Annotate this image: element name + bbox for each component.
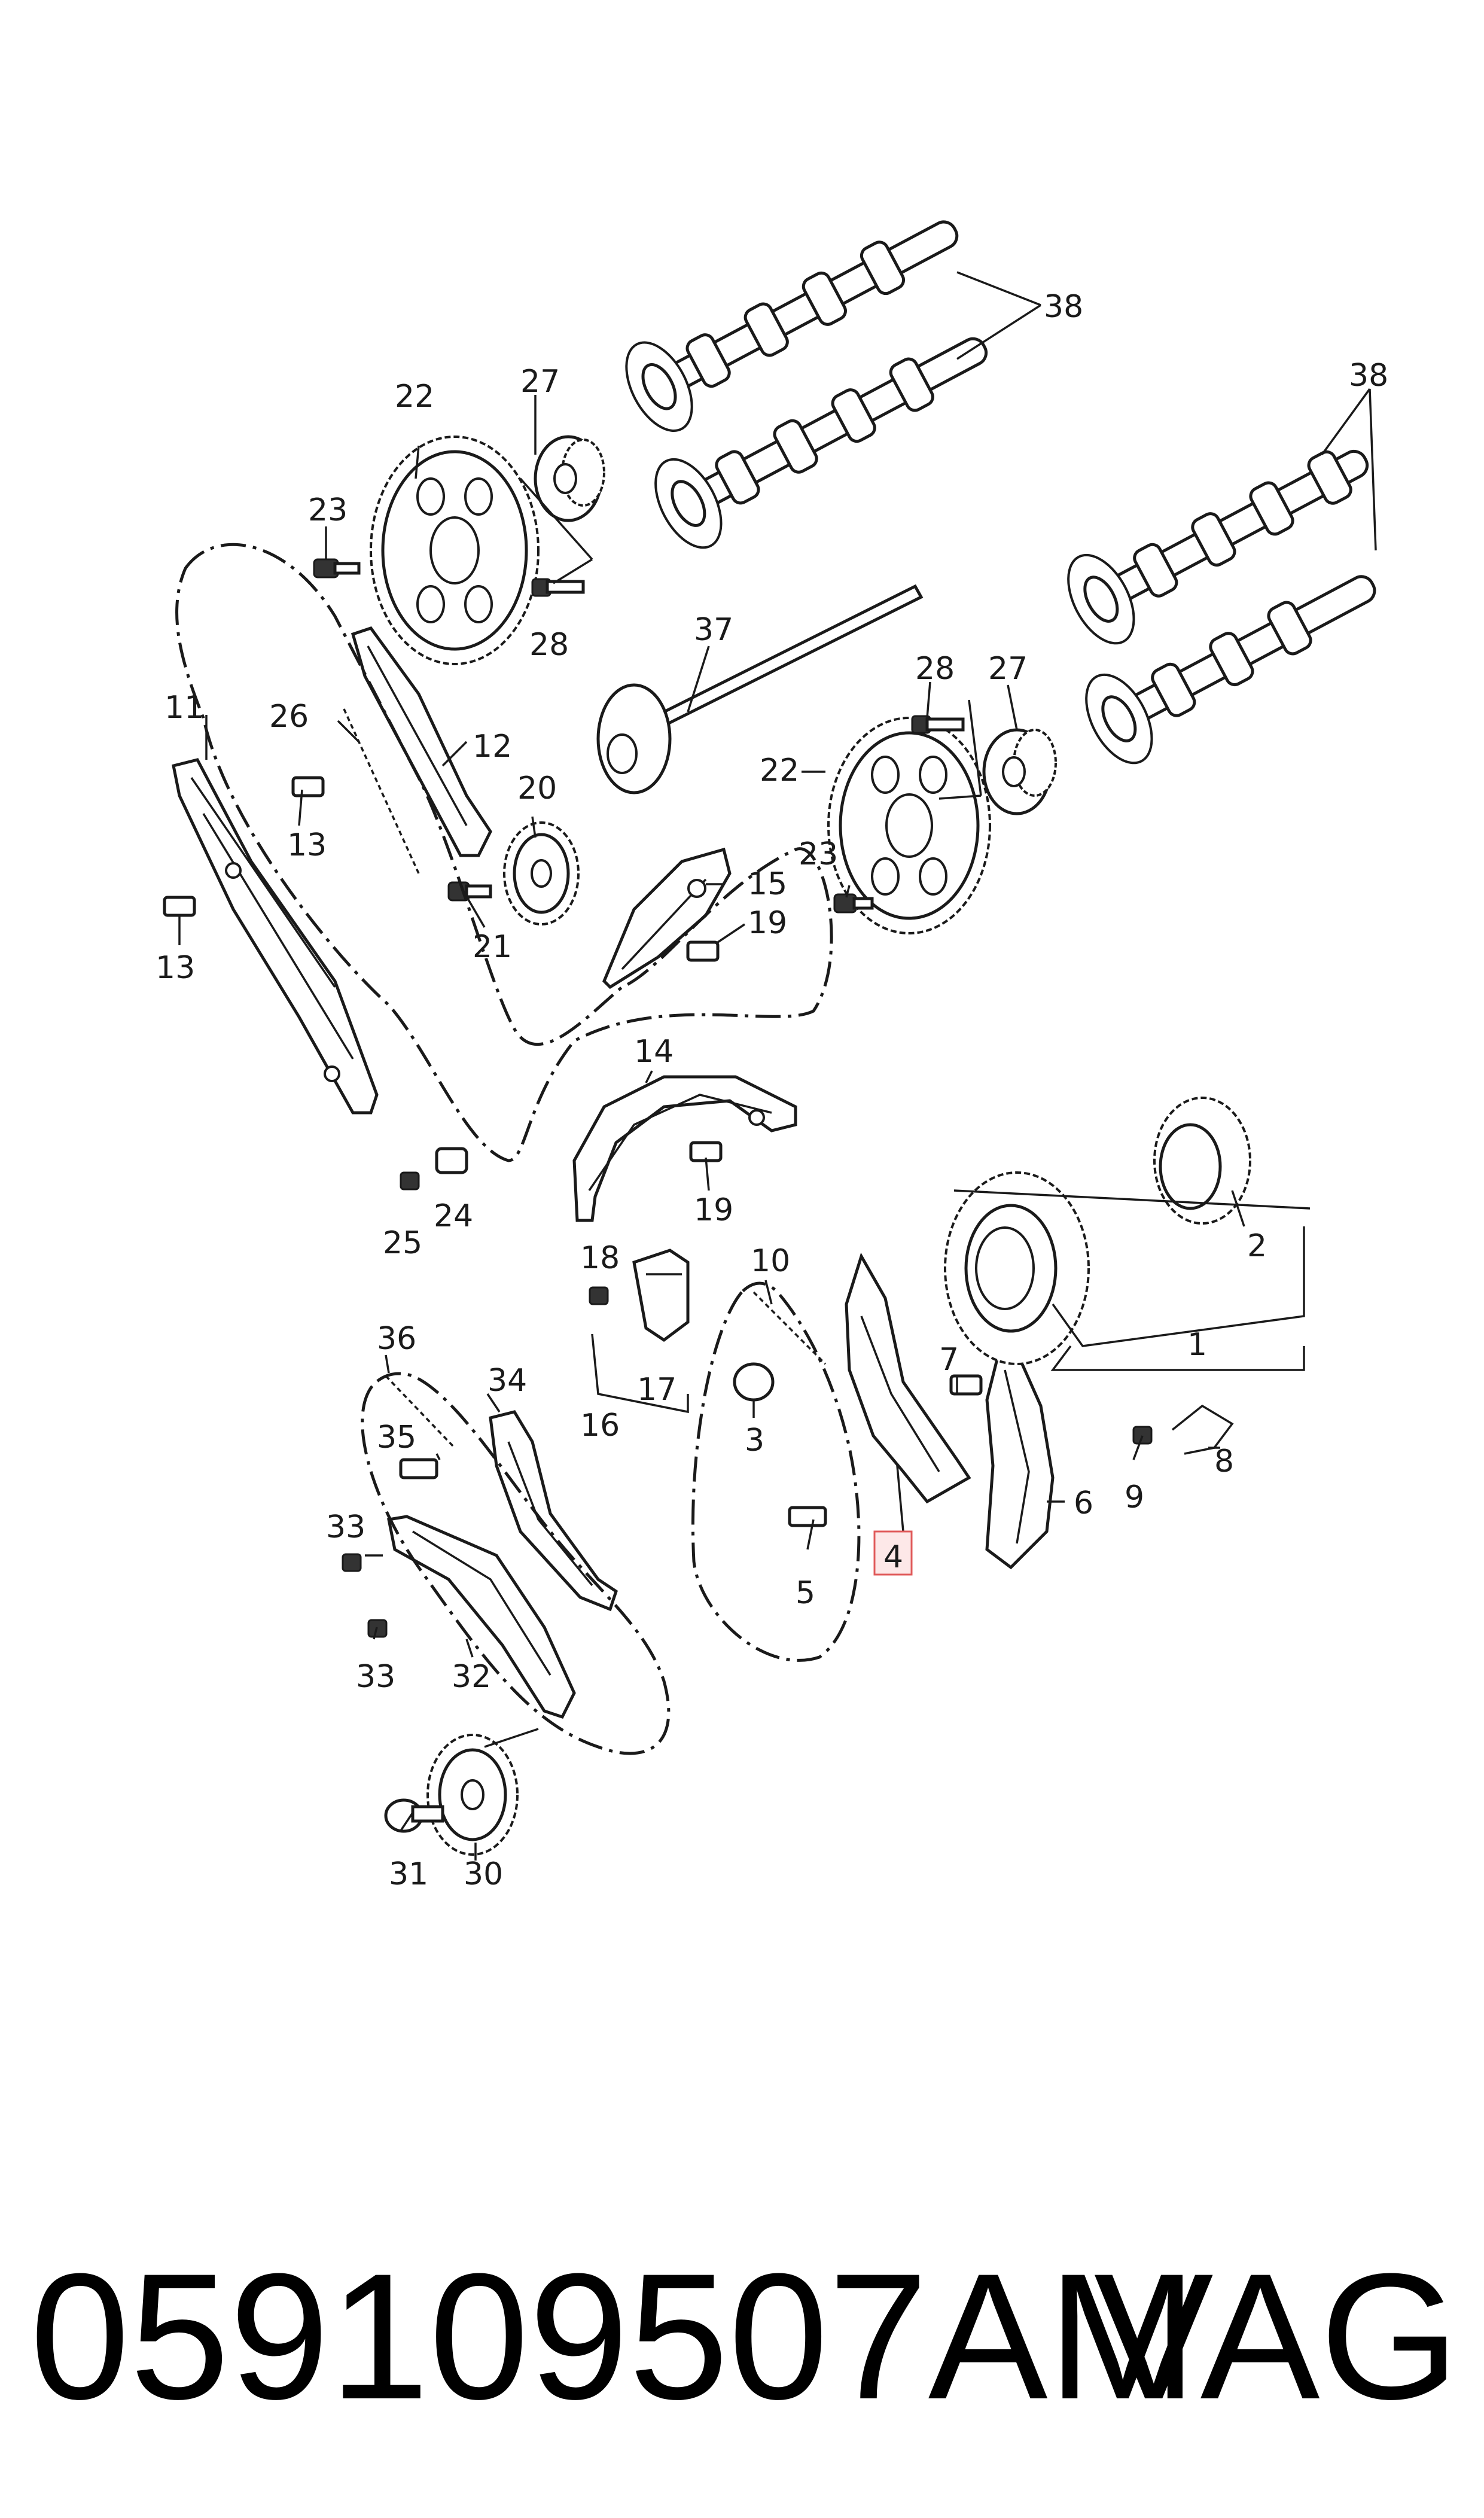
bolt-21 <box>447 881 492 902</box>
bracket-16 <box>632 1249 690 1342</box>
label-13-lower: 13 <box>156 950 195 986</box>
label-25: 25 <box>383 1225 422 1261</box>
label-3: 3 <box>745 1423 764 1459</box>
label-27-right: 27 <box>988 651 1028 687</box>
label-27-left: 27 <box>520 364 560 400</box>
label-15: 15 <box>748 866 787 902</box>
label-36: 36 <box>377 1321 416 1357</box>
bolt-28-left <box>531 578 585 597</box>
label-2: 2 <box>1247 1228 1267 1264</box>
crankshaft-sprocket <box>944 1171 1090 1365</box>
label-22-left: 22 <box>395 379 434 415</box>
label-11: 11 <box>164 690 204 726</box>
tensioner-rail-14 <box>572 1075 797 1222</box>
label-6: 6 <box>1074 1485 1093 1521</box>
label-35: 35 <box>377 1420 416 1456</box>
chain-loop-upper <box>175 543 833 1162</box>
sprocket-hub-left <box>534 435 605 522</box>
guide-rail-32 <box>387 1515 576 1719</box>
chain-10 <box>752 1291 827 1365</box>
camshaft-right-2 <box>1085 575 1376 765</box>
label-17: 17 <box>637 1372 677 1408</box>
label-28-left: 28 <box>529 627 569 663</box>
camshaft-upper-left-1 <box>625 220 959 432</box>
label-23-left: 23 <box>308 492 348 528</box>
part-number: 059109507AM <box>30 2236 1197 2437</box>
guide-rail-4 <box>845 1252 971 1504</box>
footer-caption: 059109507AM VAG <box>30 2237 1459 2435</box>
label-5: 5 <box>796 1575 815 1611</box>
label-9: 9 <box>1125 1479 1144 1515</box>
label-33-upper: 33 <box>326 1509 365 1545</box>
label-37: 37 <box>694 612 733 648</box>
label-28-right: 28 <box>915 651 955 687</box>
label-24: 24 <box>434 1198 473 1234</box>
camshaft-upper-left-2 <box>654 337 988 549</box>
label-34: 34 <box>487 1363 527 1399</box>
sprocket-hub-right <box>982 728 1057 815</box>
label-19-lower: 19 <box>694 1192 733 1228</box>
label-22-right: 22 <box>760 753 799 788</box>
label-4: 4 <box>883 1539 903 1575</box>
crankshaft-gear-2 <box>1153 1097 1251 1225</box>
intermediate-shaft <box>596 584 924 794</box>
guide-rail-11 <box>172 758 379 1115</box>
spring-clip-8 <box>1171 1404 1234 1455</box>
label-10: 10 <box>751 1243 790 1279</box>
label-19-upper: 19 <box>748 905 787 941</box>
leader-lines <box>178 271 1377 1861</box>
bolt-28-right <box>911 715 965 734</box>
bolt-23-right <box>833 893 874 914</box>
brand-name: VAG <box>1093 2236 1459 2437</box>
label-21: 21 <box>473 929 512 965</box>
camshaft-right-1 <box>1067 449 1369 645</box>
label-20: 20 <box>517 771 557 806</box>
label-18: 18 <box>580 1240 620 1276</box>
bolt-23-left <box>313 558 361 578</box>
pins-13-19-24-25 <box>163 776 1153 1638</box>
label-7: 7 <box>939 1342 959 1378</box>
label-33-lower: 33 <box>356 1659 395 1695</box>
nut-3 <box>733 1362 775 1402</box>
guide-rail-34 <box>489 1410 618 1612</box>
tensioner-rail-6 <box>985 1350 1055 1570</box>
label-23-right: 23 <box>799 836 838 872</box>
label-32: 32 <box>452 1659 491 1695</box>
label-31: 31 <box>389 1856 428 1892</box>
label-16: 16 <box>580 1408 620 1444</box>
label-12: 12 <box>473 729 512 765</box>
label-38-right: 38 <box>1349 358 1388 394</box>
camshaft-sprocket-right <box>827 717 991 934</box>
label-26: 26 <box>269 699 309 735</box>
oil-pump-sprocket <box>426 1734 519 1856</box>
label-13-upper: 13 <box>287 827 327 863</box>
sprocket-20 <box>503 821 580 925</box>
label-14: 14 <box>634 1034 674 1070</box>
chain-loop-lower <box>361 1372 671 1755</box>
highlight-box-4 <box>873 1530 913 1576</box>
camshaft-sprocket-left <box>370 436 540 665</box>
chain-loop-middle <box>691 1281 861 1662</box>
callout-labels: 38 38 22 27 23 28 37 28 27 11 26 12 22 2… <box>156 289 1388 1892</box>
label-38-top: 38 <box>1044 289 1083 325</box>
label-1: 1 <box>1187 1327 1207 1363</box>
label-30: 30 <box>464 1856 503 1892</box>
label-8: 8 <box>1214 1444 1234 1479</box>
tensioner-rail-15 <box>602 847 732 989</box>
